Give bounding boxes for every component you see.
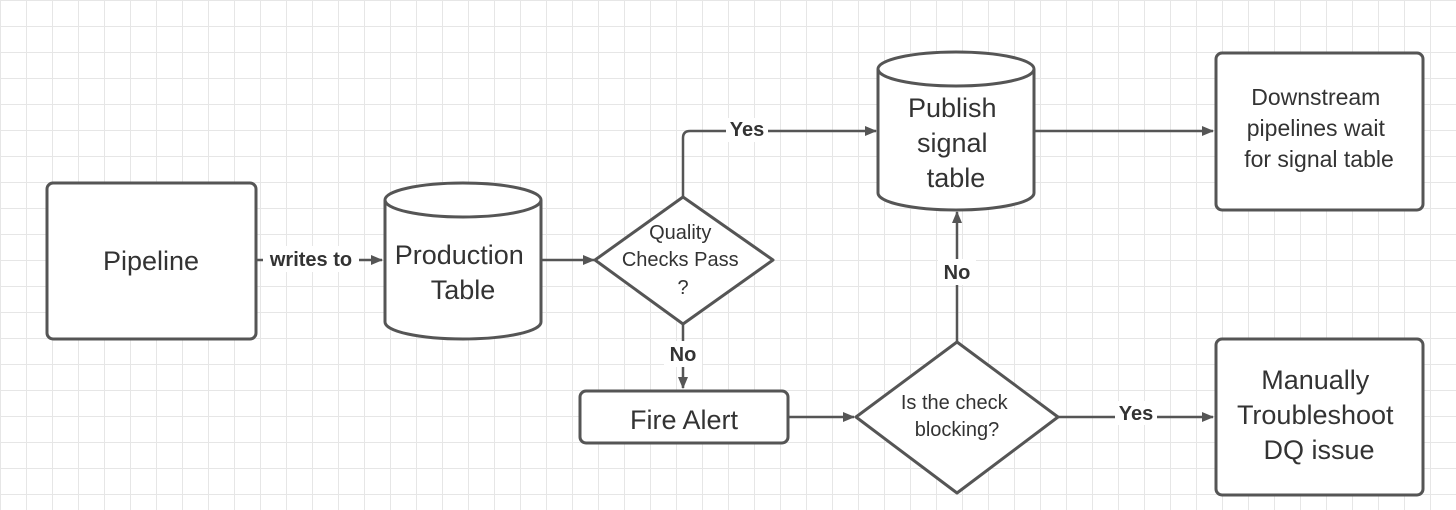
node-quality-checks: Quality Checks Pass ? — [593, 195, 775, 326]
edge-label-writes-to-text: writes to — [269, 249, 352, 271]
node-fire-alert-line-1: Fire Alert — [630, 405, 739, 435]
node-pipeline: Pipeline — [45, 181, 258, 341]
node-quality-checks-text: Quality Checks Pass ? — [622, 222, 744, 299]
edge-label-blocking-yes: Yes — [1115, 401, 1157, 425]
node-downstream-text: Downstream pipelines wait for signal tab… — [1244, 84, 1394, 172]
edge-quality-yes-to-publish — [681, 126, 877, 197]
node-publish-signal-line-2: signal — [917, 128, 988, 158]
node-downstream-line-3: for signal table — [1244, 146, 1394, 172]
node-publish-signal-text: Publish signal table — [908, 93, 1004, 193]
node-publish-signal-line-3: table — [927, 163, 986, 193]
edge-label-qc-no: No — [664, 341, 702, 367]
node-troubleshoot-line-2: Troubleshoot — [1237, 400, 1394, 430]
node-production-table-text: Production Table — [395, 240, 532, 305]
edge-label-qc-yes-text: Yes — [730, 119, 764, 141]
node-check-blocking-line-1: Is the check — [901, 392, 1009, 414]
node-check-blocking-line-2: blocking? — [915, 419, 1000, 441]
node-pipeline-text: Pipeline — [103, 246, 199, 276]
node-production-table: Production Table — [383, 181, 543, 341]
node-troubleshoot: Manually Troubleshoot DQ issue — [1214, 337, 1425, 497]
node-downstream-line-1: Downstream — [1251, 84, 1380, 110]
node-fire-alert: Fire Alert — [578, 389, 790, 445]
node-pipeline-line-1: Pipeline — [103, 246, 199, 276]
edge-label-blocking-no: No — [938, 259, 976, 285]
edge-label-qc-no-text: No — [670, 344, 697, 366]
edge-label-qc-yes: Yes — [726, 118, 768, 142]
node-downstream-line-2: pipelines wait — [1247, 115, 1386, 141]
node-publish-signal-line-1: Publish — [908, 93, 997, 123]
node-troubleshoot-text: Manually Troubleshoot DQ issue — [1237, 365, 1401, 465]
edge-label-blocking-no-text: No — [944, 262, 971, 284]
node-production-table-line-1: Production — [395, 240, 524, 270]
node-quality-checks-line-3: ? — [677, 277, 688, 299]
node-check-blocking: Is the check blocking? — [854, 340, 1060, 495]
node-publish-signal-table: Publish signal table — [876, 50, 1036, 212]
node-troubleshoot-line-1: Manually — [1261, 365, 1370, 395]
node-production-table-line-2: Table — [431, 275, 496, 305]
node-quality-checks-line-1: Quality — [649, 222, 711, 244]
edge-label-writes-to: writes to — [263, 246, 359, 272]
node-downstream: Downstream pipelines wait for signal tab… — [1214, 51, 1425, 212]
node-quality-checks-line-2: Checks Pass — [622, 249, 739, 271]
node-check-blocking-text: Is the check blocking? — [901, 392, 1013, 441]
node-fire-alert-text: Fire Alert — [630, 405, 739, 435]
node-troubleshoot-line-3: DQ issue — [1263, 435, 1374, 465]
edge-label-blocking-yes-text: Yes — [1119, 403, 1153, 425]
